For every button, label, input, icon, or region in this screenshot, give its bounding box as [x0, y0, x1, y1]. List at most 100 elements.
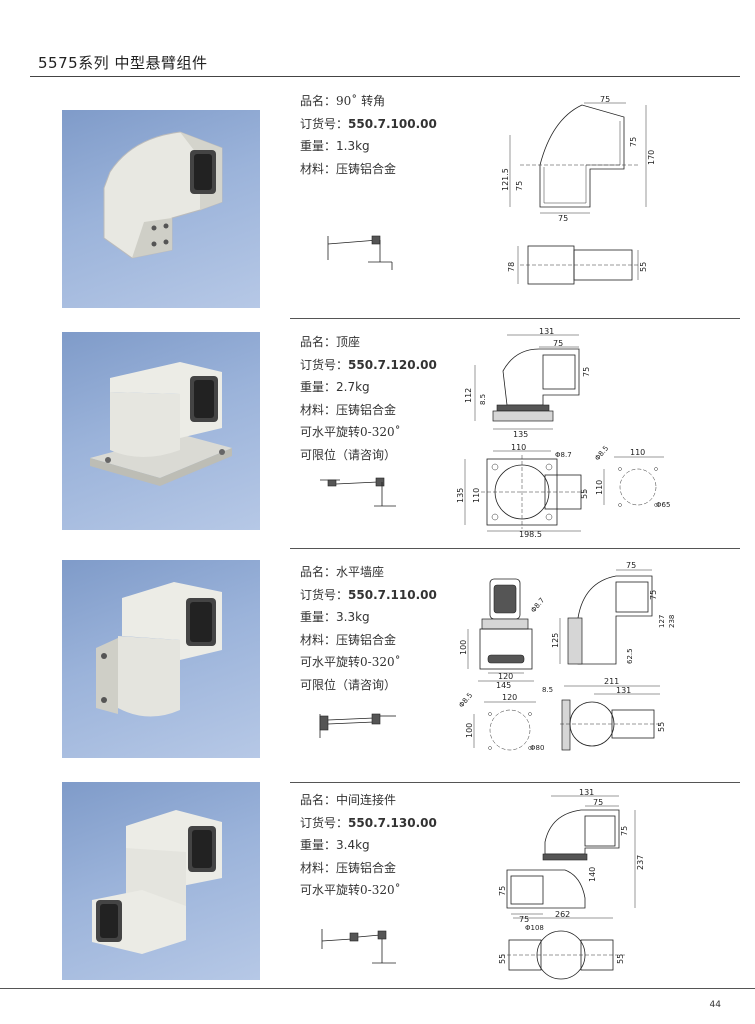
weight-value: 1.3kg: [336, 139, 370, 154]
dim-plan-top: 110: [511, 443, 526, 452]
dim-hole-top: 110: [630, 448, 645, 457]
dim-side-right-a: 127: [658, 615, 666, 628]
dim-plan-right: 55: [616, 954, 625, 964]
dim-plan-left: 55: [498, 954, 507, 964]
drawing-middle-connector-front: 131 75 75 140 237 75 75: [495, 788, 645, 925]
dim-right: 75: [582, 367, 591, 377]
assembly-sketch-2: [316, 472, 400, 512]
product-name: 顶座: [336, 335, 361, 349]
limit-note: 可限位（请咨询）: [300, 447, 397, 462]
page-title: 5575系列 中型悬臂组件: [38, 54, 208, 72]
limit-note: 可限位（请咨询）: [300, 677, 397, 692]
order-label: 订货号：: [300, 357, 349, 372]
material-value: 压铸铝合金: [336, 632, 397, 647]
order-number: 550.7.120.00: [348, 357, 437, 372]
assembly-sketch-3: [316, 708, 400, 744]
dim-side-left: 125: [551, 633, 560, 648]
dim-hole-circle: Φ80: [530, 744, 544, 752]
dim-top: 75: [600, 95, 610, 104]
dim-side-right: 75: [649, 590, 658, 600]
spec-block-top-mount: 品名：顶座 订货号：550.7.120.00 重量：2.7kg 材料：压铸铝合金…: [300, 331, 437, 467]
drawing-wall-mount-side: 75 75 125 127 238 62.5: [551, 560, 680, 675]
dim-hole: Φ8.5: [593, 444, 610, 462]
dim-bottom: 75: [558, 214, 568, 223]
product-name: 90˚ 转角: [336, 94, 386, 108]
dim-right-total: 237: [636, 855, 645, 870]
order-label: 订货号：: [300, 587, 349, 602]
dim-plan-right: 55: [639, 262, 648, 272]
weight-label: 重量：: [300, 838, 337, 853]
dim-side-top: 75: [626, 561, 636, 570]
order-number: 550.7.100.00: [348, 116, 437, 131]
weight-label: 重量：: [300, 380, 337, 395]
dim-bottom: 135: [513, 430, 528, 439]
dim-left: 75: [515, 181, 524, 191]
dim-plan-hole: Φ8.7: [555, 451, 572, 459]
assembly-sketch-1: [316, 232, 396, 272]
dim-left-total: 121.5: [501, 168, 510, 191]
spec-block-wall-mount: 品名：水平墙座 订货号：550.7.110.00 重量：3.3kg 材料：压铸铝…: [300, 561, 437, 697]
spec-block-middle-connector: 品名：中间连接件 订货号：550.7.130.00 重量：3.4kg 材料：压铸…: [300, 789, 437, 902]
dim-plan-left-total: 135: [456, 488, 465, 503]
dim-left: 8.5: [479, 394, 487, 405]
product-photo-middle-connector: [62, 782, 260, 980]
weight-label: 重量：: [300, 139, 337, 154]
dim-plan-right: 55: [657, 722, 666, 732]
material-value: 压铸铝合金: [336, 860, 397, 875]
dim-plan-right: 55: [580, 489, 589, 499]
dim-bottom: 75: [519, 915, 529, 924]
name-label: 品名：: [300, 94, 337, 108]
drawing-corner-front: 75 75 170 121.5 75 75: [500, 95, 660, 223]
drawing-top-mount-front: 131 75 75 112 8.5 135: [455, 325, 595, 440]
dim-front-bottom: 120: [498, 672, 513, 681]
order-number: 550.7.110.00: [348, 587, 437, 602]
dim-right-total: 170: [647, 150, 656, 165]
material-label: 材料：: [300, 161, 337, 176]
order-number: 550.7.130.00: [348, 815, 437, 830]
dim-hole: Φ8.5: [457, 691, 474, 709]
dim-plan-left: 78: [507, 262, 516, 272]
dim-plan-left: 110: [472, 488, 481, 503]
dim-top: 75: [593, 798, 603, 807]
header-divider: [30, 76, 740, 77]
dim-side-right-b: 238: [668, 615, 676, 628]
name-label: 品名：: [300, 565, 337, 579]
dim-top-total: 131: [579, 788, 594, 797]
dim-left: 75: [498, 886, 507, 896]
name-label: 品名：: [300, 793, 337, 807]
page-number: 44: [709, 1000, 721, 1010]
dim-plan-bottom: 198.5: [519, 530, 542, 539]
product-photo-top-mount: [62, 332, 260, 530]
weight-value: 2.7kg: [336, 380, 370, 395]
spec-block-corner-90: 品名：90˚ 转角 订货号：550.7.100.00 重量：1.3kg 材料：压…: [300, 90, 437, 180]
drawing-corner-plan: 78 55: [500, 240, 650, 290]
order-label: 订货号：: [300, 116, 349, 131]
order-label: 订货号：: [300, 815, 349, 830]
weight-value: 3.3kg: [336, 610, 370, 625]
dim-plan-top-total: 211: [604, 677, 619, 686]
dim-top-total: 131: [539, 327, 554, 336]
rotation-note: 可水平旋转0-320˚: [300, 655, 401, 670]
dim-hole-circle: Φ65: [656, 501, 670, 509]
section-divider: [290, 782, 740, 783]
rotation-note: 可水平旋转0-320˚: [300, 425, 401, 440]
material-value: 压铸铝合金: [336, 402, 397, 417]
dim-right: 75: [629, 137, 638, 147]
dim-right: 75: [620, 826, 629, 836]
material-label: 材料：: [300, 402, 337, 417]
material-label: 材料：: [300, 632, 337, 647]
drawing-middle-connector-plan: 262 Φ108 55 55: [495, 910, 635, 982]
drawing-top-mount-plan: 110 Φ8.7 135 110 55 198.5: [455, 443, 595, 539]
dim-side-lower: 62.5: [626, 648, 634, 664]
drawing-wall-mount-plan: 8.5 211 131 55: [540, 677, 670, 758]
weight-label: 重量：: [300, 610, 337, 625]
drawing-wall-mount-holes: Φ8.5 120 100 Φ80: [456, 691, 546, 762]
dim-plan-left: 8.5: [542, 686, 553, 694]
dim-plan-top: 262: [555, 910, 570, 919]
dim-plan-top: 131: [616, 686, 631, 695]
dim-hole-left: 110: [595, 480, 604, 495]
dim-hole-left: 100: [465, 723, 474, 738]
assembly-sketch-4: [316, 925, 400, 969]
dim-plan-circle: Φ108: [525, 924, 544, 932]
dim-hole-top: 120: [502, 693, 517, 702]
